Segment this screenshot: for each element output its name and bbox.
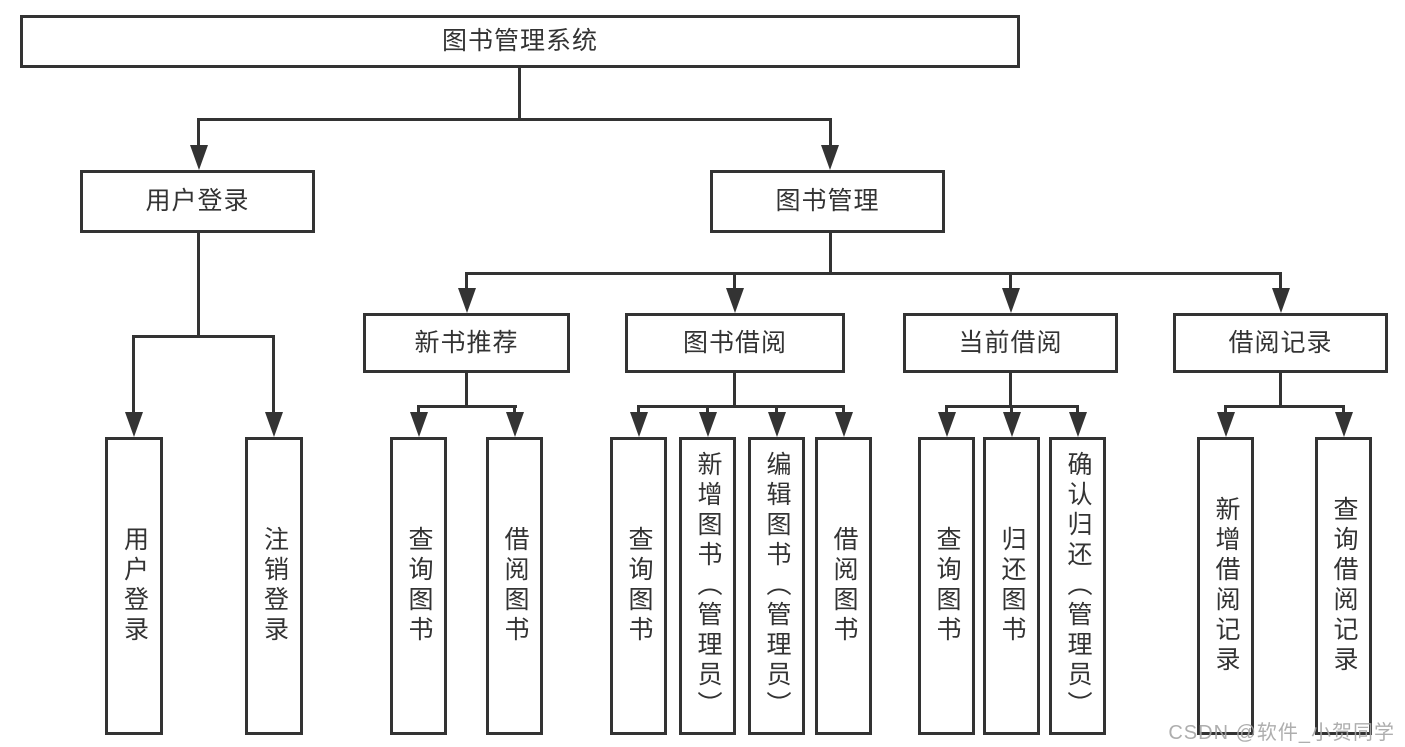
- arrowhead-to-user-login: [190, 145, 208, 170]
- edge-book-mgmt-splitter: [465, 272, 1282, 275]
- node-current-borrowing: 当前借阅: [903, 313, 1118, 373]
- arrowhead-to-leaf-user-login: [125, 412, 143, 437]
- edge-to-c2-stem: [1010, 405, 1013, 415]
- arrowhead-to-current-borrow: [1002, 288, 1020, 313]
- arrowhead-to-new-book-rec: [458, 288, 476, 313]
- node-root-library-system: 图书管理系统: [20, 15, 1020, 68]
- arrowhead-to-add-books: [699, 412, 717, 437]
- edge-to-leaf-user-login-stem: [132, 335, 135, 414]
- edge-book-borrow-splitter: [637, 405, 845, 408]
- leaf-query-borrow-record: 查询借阅记录: [1315, 437, 1372, 735]
- edge-to-d1-stem: [1224, 405, 1227, 415]
- edge-borrow-records-splitter: [1224, 405, 1345, 408]
- edge-current-borrow-stem2: [1009, 373, 1012, 405]
- arrowhead-to-borrow-records: [1272, 288, 1290, 313]
- edge-user-login-splitter: [132, 335, 275, 338]
- leaf-borrow-books-recommend: 借阅图书: [486, 437, 543, 735]
- edge-to-book-borrow-stem: [733, 272, 736, 290]
- edge-to-user-login-stem: [197, 118, 200, 148]
- arrowhead-to-borrow-books-a: [506, 412, 524, 437]
- arrowhead-to-edit-books: [768, 412, 786, 437]
- edge-to-a2-stem: [513, 405, 516, 415]
- leaf-borrow-books-borrowing: 借阅图书: [815, 437, 872, 735]
- leaf-user-login: 用户登录: [105, 437, 163, 735]
- edge-user-login-stem: [197, 233, 200, 335]
- leaf-edit-books-admin: 编辑图书（管理员）: [748, 437, 805, 735]
- edge-book-mgmt-stem: [829, 233, 832, 272]
- csdn-watermark: CSDN @软件_小贺同学: [1168, 722, 1395, 744]
- edge-to-b1-stem: [637, 405, 640, 415]
- node-book-borrowing: 图书借阅: [625, 313, 845, 373]
- edge-to-b4-stem: [842, 405, 845, 415]
- edge-root-splitter: [197, 118, 832, 121]
- arrowhead-to-leaf-logout: [265, 412, 283, 437]
- leaf-add-borrow-record: 新增借阅记录: [1197, 437, 1254, 735]
- edge-borrow-records-stem2: [1279, 373, 1282, 405]
- node-new-book-recommend: 新书推荐: [363, 313, 570, 373]
- leaf-confirm-return-admin: 确认归还（管理员）: [1049, 437, 1106, 735]
- arrowhead-to-add-borrow-record: [1217, 412, 1235, 437]
- edge-book-borrow-stem2: [733, 373, 736, 405]
- leaf-query-books-current: 查询图书: [918, 437, 975, 735]
- edge-to-c1-stem: [945, 405, 948, 415]
- leaf-query-books-borrowing: 查询图书: [610, 437, 667, 735]
- edge-to-leaf-logout-stem: [272, 335, 275, 414]
- leaf-return-books: 归还图书: [983, 437, 1040, 735]
- edge-new-book-rec-splitter: [417, 405, 517, 408]
- arrowhead-to-confirm-return: [1069, 412, 1087, 437]
- leaf-query-books-recommend: 查询图书: [390, 437, 447, 735]
- edge-to-borrow-records-stem: [1279, 272, 1282, 290]
- edge-new-book-rec-stem: [465, 373, 468, 405]
- arrowhead-to-query-borrow-record: [1335, 412, 1353, 437]
- leaf-add-books-admin: 新增图书（管理员）: [679, 437, 736, 735]
- node-borrowing-records: 借阅记录: [1173, 313, 1388, 373]
- arrowhead-to-book-borrow: [726, 288, 744, 313]
- edge-to-c3-stem: [1076, 405, 1079, 415]
- arrowhead-to-borrow-books-b: [835, 412, 853, 437]
- edge-to-current-borrow-stem: [1009, 272, 1012, 290]
- node-user-login: 用户登录: [80, 170, 315, 233]
- arrowhead-to-book-mgmt: [821, 145, 839, 170]
- edge-to-new-book-rec-stem: [465, 272, 468, 290]
- edge-to-b2-stem: [706, 405, 709, 415]
- edge-to-b3-stem: [775, 405, 778, 415]
- arrowhead-to-return-books: [1003, 412, 1021, 437]
- node-book-management: 图书管理: [710, 170, 945, 233]
- arrowhead-to-query-books-c: [938, 412, 956, 437]
- edge-to-book-mgmt-stem: [829, 118, 832, 148]
- leaf-logout: 注销登录: [245, 437, 303, 735]
- edge-root-stem: [518, 68, 521, 118]
- edge-to-d2-stem: [1342, 405, 1345, 415]
- arrowhead-to-query-books-a: [410, 412, 428, 437]
- edge-to-a1-stem: [417, 405, 420, 415]
- arrowhead-to-query-books-b: [630, 412, 648, 437]
